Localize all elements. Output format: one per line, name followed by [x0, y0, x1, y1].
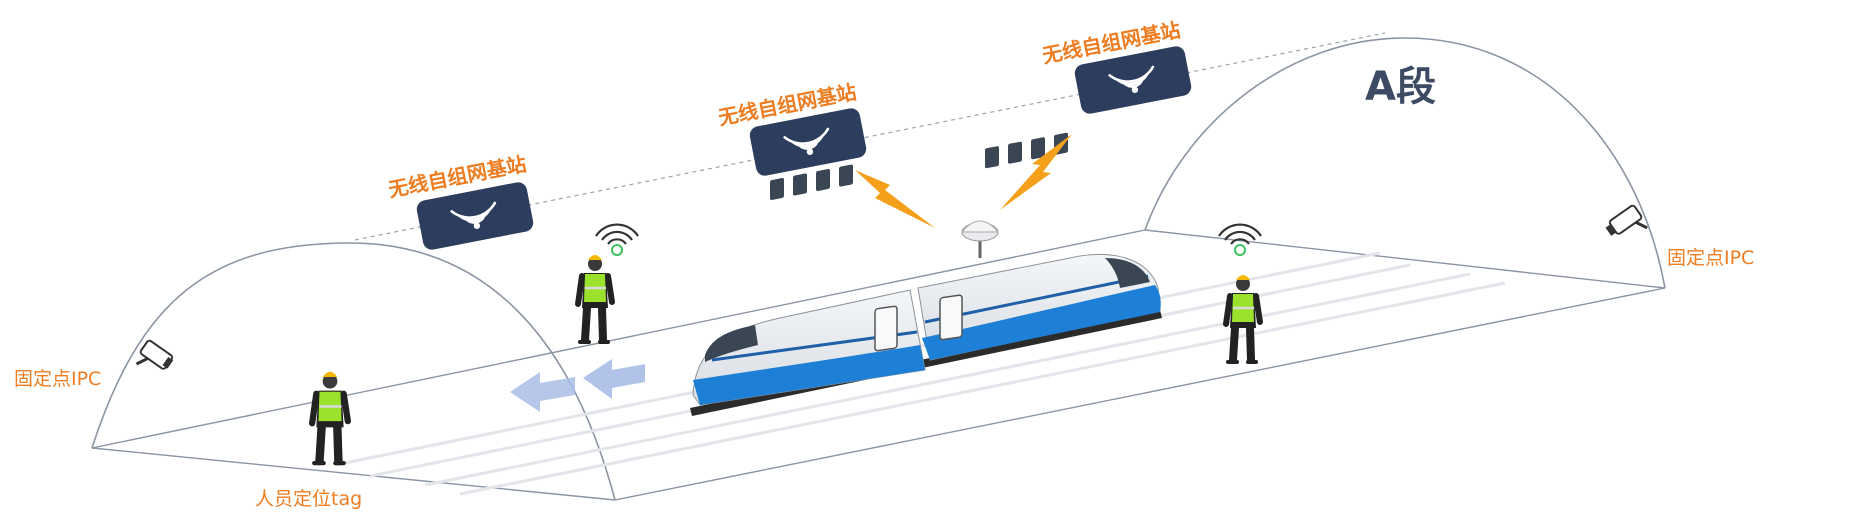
lightning-icon [1000, 134, 1072, 210]
train-cab-window-rear [705, 325, 758, 362]
camera-label: 固定点IPC [1667, 247, 1754, 269]
security-camera-icon [135, 339, 174, 370]
worker-right [1226, 275, 1260, 362]
train-cab-window-front [1105, 258, 1150, 288]
train [690, 132, 1162, 416]
base-station-2: 无线自组网基站 [716, 80, 867, 176]
base-station-3: 无线自组网基站 [1040, 18, 1192, 114]
camera-label: 固定点IPC [14, 368, 101, 390]
tunnel-floor-left-edge [91, 229, 1146, 449]
arrow-left-icon [583, 359, 645, 399]
worker-left [312, 372, 348, 463]
section-label: A段 [1365, 64, 1436, 110]
arrow-left-icon [510, 372, 575, 412]
train-door [939, 294, 963, 341]
train-car-rear-stripe [693, 345, 925, 405]
worker-middle [578, 255, 612, 342]
personnel-tag-label: 人员定位tag [255, 488, 362, 510]
tunnel-arch-front [91, 242, 616, 501]
train-windows [770, 132, 1068, 200]
wireless-link-icons [855, 134, 1072, 228]
train-door [874, 305, 898, 352]
tunnel-arch-back [1144, 37, 1666, 289]
tunnel-back-base [1144, 229, 1666, 289]
train-antenna-icon [960, 220, 1000, 258]
tunnel-outline [91, 32, 1666, 501]
base-station-1: 无线自组网基站 [386, 152, 534, 250]
tag-signal-icon [1217, 223, 1263, 257]
tag-signal-icon [594, 223, 640, 257]
tunnel-ceiling-line [354, 32, 1386, 241]
train-rail-shadow [690, 310, 1162, 416]
direction-arrows [510, 359, 645, 412]
train-car-front-stripe [922, 285, 1161, 360]
lightning-icon [855, 170, 935, 228]
tunnel-front-base [91, 447, 616, 501]
tunnel-floor-right-edge [614, 287, 1666, 501]
security-camera-icon [1605, 204, 1648, 236]
